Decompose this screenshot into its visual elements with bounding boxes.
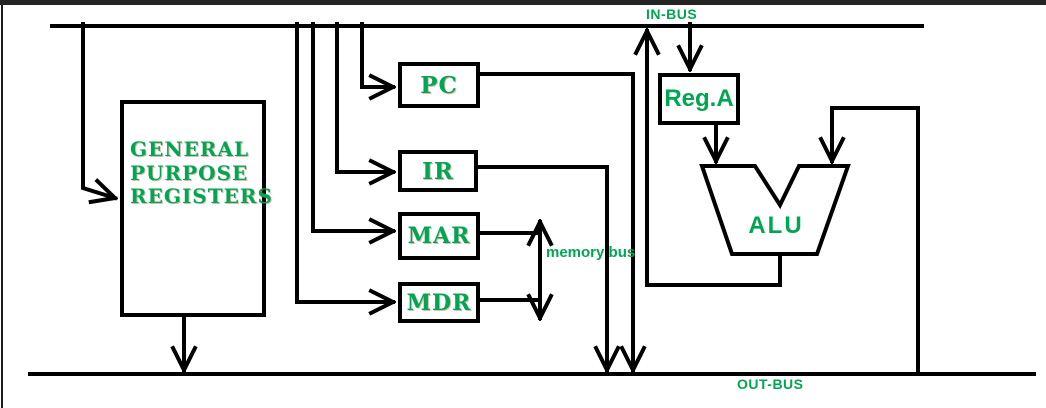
wire-inbus-to-pc [360, 22, 393, 87]
gpr-label-line3: REGISTERS [130, 184, 273, 209]
wire-pc-to-outbus [478, 72, 633, 370]
gpr-label-line2: PURPOSE [130, 160, 249, 185]
gpr-label-line1: GENERAL [130, 137, 250, 161]
ir-label: IR [422, 157, 454, 185]
frame-left-border [1, 5, 3, 408]
gpr-label: GENERAL PURPOSE REGISTERS [124, 104, 272, 313]
rega-label: Reg.A [664, 85, 734, 112]
rega-box: Reg.A [658, 73, 740, 125]
wire-inbus-to-mdr [295, 22, 393, 302]
mdr-label: MDR [406, 289, 472, 316]
pc-box: PC [398, 62, 480, 108]
out-bus-label: OUT-BUS [737, 376, 804, 392]
memory-bus-label: memory bus [546, 244, 636, 261]
wire-inbus-to-ir [335, 22, 393, 172]
mdr-box: MDR [398, 282, 480, 323]
wire-inbus-to-mar [311, 22, 393, 231]
frame-top-bar [0, 0, 1046, 5]
alu-label: ALU [748, 212, 804, 239]
pc-label: PC [420, 71, 458, 99]
wire-alu-to-inbus [647, 31, 782, 287]
wire-outbus-to-alu [832, 106, 920, 376]
mar-label: MAR [407, 223, 471, 249]
gpr-box: GENERAL PURPOSE REGISTERS [120, 100, 272, 317]
wire-inbus-to-gpr [81, 22, 115, 198]
in-bus-label: IN-BUS [646, 6, 698, 22]
alu-shape [699, 164, 851, 256]
wire-ir-to-outbus [476, 165, 607, 370]
ir-box: IR [398, 150, 478, 192]
mar-box: MAR [398, 212, 480, 260]
